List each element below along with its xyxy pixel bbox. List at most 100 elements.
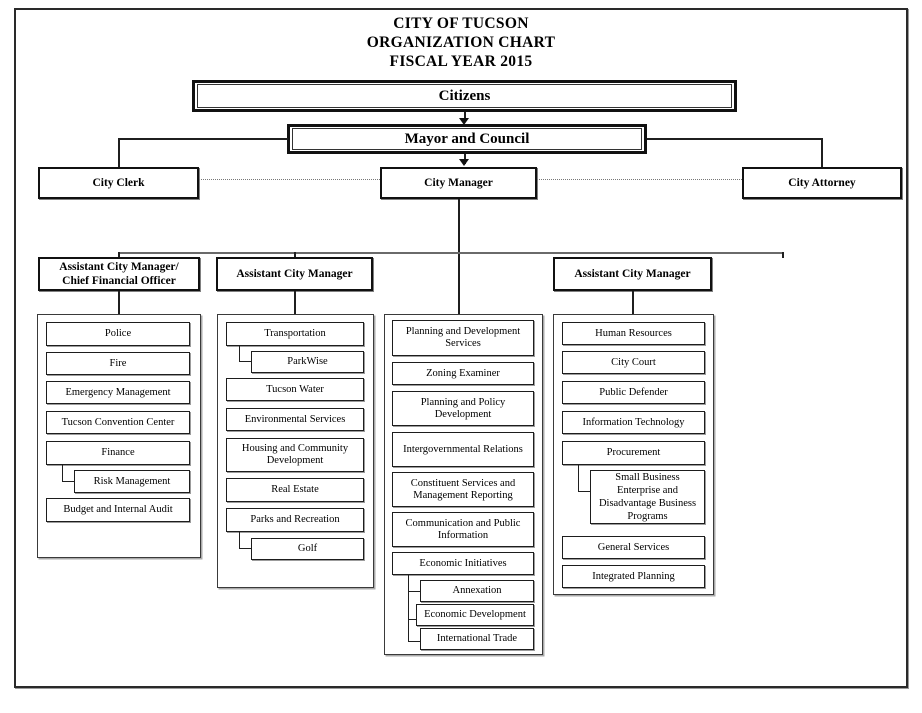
connector-acm2-to-group bbox=[294, 291, 296, 314]
dept-label: Police bbox=[104, 328, 132, 339]
dept-economic-development[interactable]: Economic Development bbox=[416, 604, 534, 626]
page-title: CITY OF TUCSON ORGANIZATION CHART FISCAL… bbox=[0, 14, 922, 71]
dept-transportation[interactable]: Transportation bbox=[226, 322, 364, 346]
dept-label: Small Business Enterprise and Disadvanta… bbox=[598, 472, 697, 522]
acm-operations-label: Assistant City Manager bbox=[236, 267, 353, 280]
dept-label: Economic Development bbox=[424, 609, 526, 620]
connector-stub-annexation bbox=[408, 591, 420, 592]
dept-label: Tucson Water bbox=[266, 383, 324, 395]
dept-label: Tucson Convention Center bbox=[61, 416, 175, 428]
dept-label: Procurement bbox=[606, 447, 661, 458]
node-city-clerk[interactable]: City Clerk bbox=[38, 167, 199, 199]
node-citizens[interactable]: Citizens bbox=[192, 80, 737, 112]
dept-annexation[interactable]: Annexation bbox=[420, 580, 534, 602]
dept-label: International Trade bbox=[436, 633, 518, 644]
dept-tucson-water[interactable]: Tucson Water bbox=[226, 378, 364, 401]
dotted-link-manager-attorney bbox=[537, 179, 742, 180]
connector-finance-risk-management bbox=[62, 465, 74, 482]
dept-emergency-management[interactable]: Emergency Management bbox=[46, 381, 190, 404]
dept-label: Planning and Policy Development bbox=[420, 396, 506, 420]
dept-general-services[interactable]: General Services bbox=[562, 536, 705, 559]
dept-budget-and-internal-audit[interactable]: Budget and Internal Audit bbox=[46, 498, 190, 522]
node-city-clerk-label: City Clerk bbox=[92, 176, 145, 189]
dept-label: Intergovernmental Relations bbox=[403, 443, 523, 455]
dept-label: Integrated Planning bbox=[592, 570, 675, 582]
connector-citizens-mayor bbox=[464, 112, 466, 122]
connector-acm-bus bbox=[118, 252, 783, 254]
dept-international-trade[interactable]: International Trade bbox=[420, 628, 534, 650]
dept-label: Planning and Development Services bbox=[405, 326, 521, 349]
node-city-manager-label: City Manager bbox=[424, 176, 493, 189]
dept-planning-and-development-services[interactable]: Planning and Development Services bbox=[392, 320, 534, 356]
dept-planning-and-policy-development[interactable]: Planning and Policy Development bbox=[392, 391, 534, 426]
connector-mayor-left-drop bbox=[118, 138, 120, 168]
node-citizens-label: Citizens bbox=[197, 84, 732, 108]
dept-label: Communication and Public Information bbox=[405, 517, 521, 541]
dept-zoning-examiner[interactable]: Zoning Examiner bbox=[392, 362, 534, 385]
connector-mayor-right-branch bbox=[647, 138, 822, 140]
dept-public-defender[interactable]: Public Defender bbox=[562, 381, 705, 404]
dept-finance[interactable]: Finance bbox=[46, 441, 190, 465]
dept-parks-and-recreation[interactable]: Parks and Recreation bbox=[226, 508, 364, 532]
dept-label: Budget and Internal Audit bbox=[63, 504, 173, 515]
dept-intergovernmental-relations[interactable]: Intergovernmental Relations bbox=[392, 432, 534, 467]
dept-tucson-convention-center[interactable]: Tucson Convention Center bbox=[46, 411, 190, 434]
dept-label: Fire bbox=[109, 357, 127, 369]
dept-economic-initiatives[interactable]: Economic Initiatives bbox=[392, 552, 534, 575]
node-city-manager[interactable]: City Manager bbox=[380, 167, 537, 199]
connector-acm1-drop bbox=[118, 252, 120, 258]
dept-label: Public Defender bbox=[599, 386, 668, 398]
connector-stub-international-trade bbox=[408, 641, 420, 642]
dept-environmental-services[interactable]: Environmental Services bbox=[226, 408, 364, 431]
node-city-attorney[interactable]: City Attorney bbox=[742, 167, 902, 199]
dept-label: Human Resources bbox=[595, 327, 672, 339]
dept-label: Risk Management bbox=[93, 475, 171, 487]
connector-city-manager-trunk bbox=[458, 199, 460, 318]
dept-label: Zoning Examiner bbox=[426, 367, 500, 379]
dept-procurement[interactable]: Procurement bbox=[562, 441, 705, 465]
node-assistant-city-manager-operations[interactable]: Assistant City Manager bbox=[216, 257, 373, 291]
connector-mayor-left-branch bbox=[118, 138, 288, 140]
acm-cfo-line-1: Assistant City Manager/ bbox=[59, 261, 179, 273]
dept-information-technology[interactable]: Information Technology bbox=[562, 411, 705, 434]
dept-communication-and-public-information[interactable]: Communication and Public Information bbox=[392, 512, 534, 547]
dept-golf[interactable]: Golf bbox=[251, 538, 364, 560]
dept-integrated-planning[interactable]: Integrated Planning bbox=[562, 565, 705, 588]
dept-label: Finance bbox=[101, 447, 135, 458]
chart-frame bbox=[14, 8, 908, 688]
dept-risk-management[interactable]: Risk Management bbox=[74, 470, 190, 493]
arrow-citizens-mayor bbox=[459, 118, 469, 125]
node-mayor-and-council[interactable]: Mayor and Council bbox=[287, 124, 647, 154]
connector-acm4-to-group bbox=[632, 291, 634, 314]
connector-stub-economic-development bbox=[408, 619, 416, 620]
connector-transportation-parkwise bbox=[239, 346, 251, 362]
dept-label: Information Technology bbox=[582, 416, 685, 428]
node-city-attorney-label: City Attorney bbox=[788, 176, 856, 189]
acm-cfo-line-2: Chief Financial Officer bbox=[62, 275, 176, 287]
dept-fire[interactable]: Fire bbox=[46, 352, 190, 375]
arrow-mayor-city-manager bbox=[459, 159, 469, 166]
node-assistant-city-manager-cfo[interactable]: Assistant City Manager/ Chief Financial … bbox=[38, 257, 200, 291]
dept-real-estate[interactable]: Real Estate bbox=[226, 478, 364, 502]
dept-constituent-services-and-management-reporting[interactable]: Constituent Services and Management Repo… bbox=[392, 472, 534, 507]
connector-acm4-drop bbox=[782, 252, 784, 258]
dept-police[interactable]: Police bbox=[46, 322, 190, 346]
dept-label: Economic Initiatives bbox=[419, 557, 507, 569]
connector-mayor-right-drop bbox=[821, 138, 823, 168]
dept-city-court[interactable]: City Court bbox=[562, 351, 705, 374]
title-line-1: CITY OF TUCSON bbox=[393, 15, 529, 32]
dept-housing-and-community-development[interactable]: Housing and Community Development bbox=[226, 438, 364, 472]
dept-label: Parks and Recreation bbox=[250, 514, 340, 525]
dept-parkwise[interactable]: ParkWise bbox=[251, 351, 364, 373]
title-line-3: FISCAL YEAR 2015 bbox=[389, 53, 533, 70]
dept-label: General Services bbox=[597, 541, 670, 553]
dept-label: City Court bbox=[611, 356, 656, 368]
dept-small-business-enterprise[interactable]: Small Business Enterprise and Disadvanta… bbox=[590, 470, 705, 524]
acm-support-label: Assistant City Manager bbox=[574, 267, 691, 280]
dept-label: Golf bbox=[297, 543, 318, 554]
node-assistant-city-manager-support[interactable]: Assistant City Manager bbox=[553, 257, 712, 291]
dept-label: Environmental Services bbox=[244, 413, 346, 425]
connector-acm1-to-group bbox=[118, 291, 120, 314]
dept-human-resources[interactable]: Human Resources bbox=[562, 322, 705, 345]
